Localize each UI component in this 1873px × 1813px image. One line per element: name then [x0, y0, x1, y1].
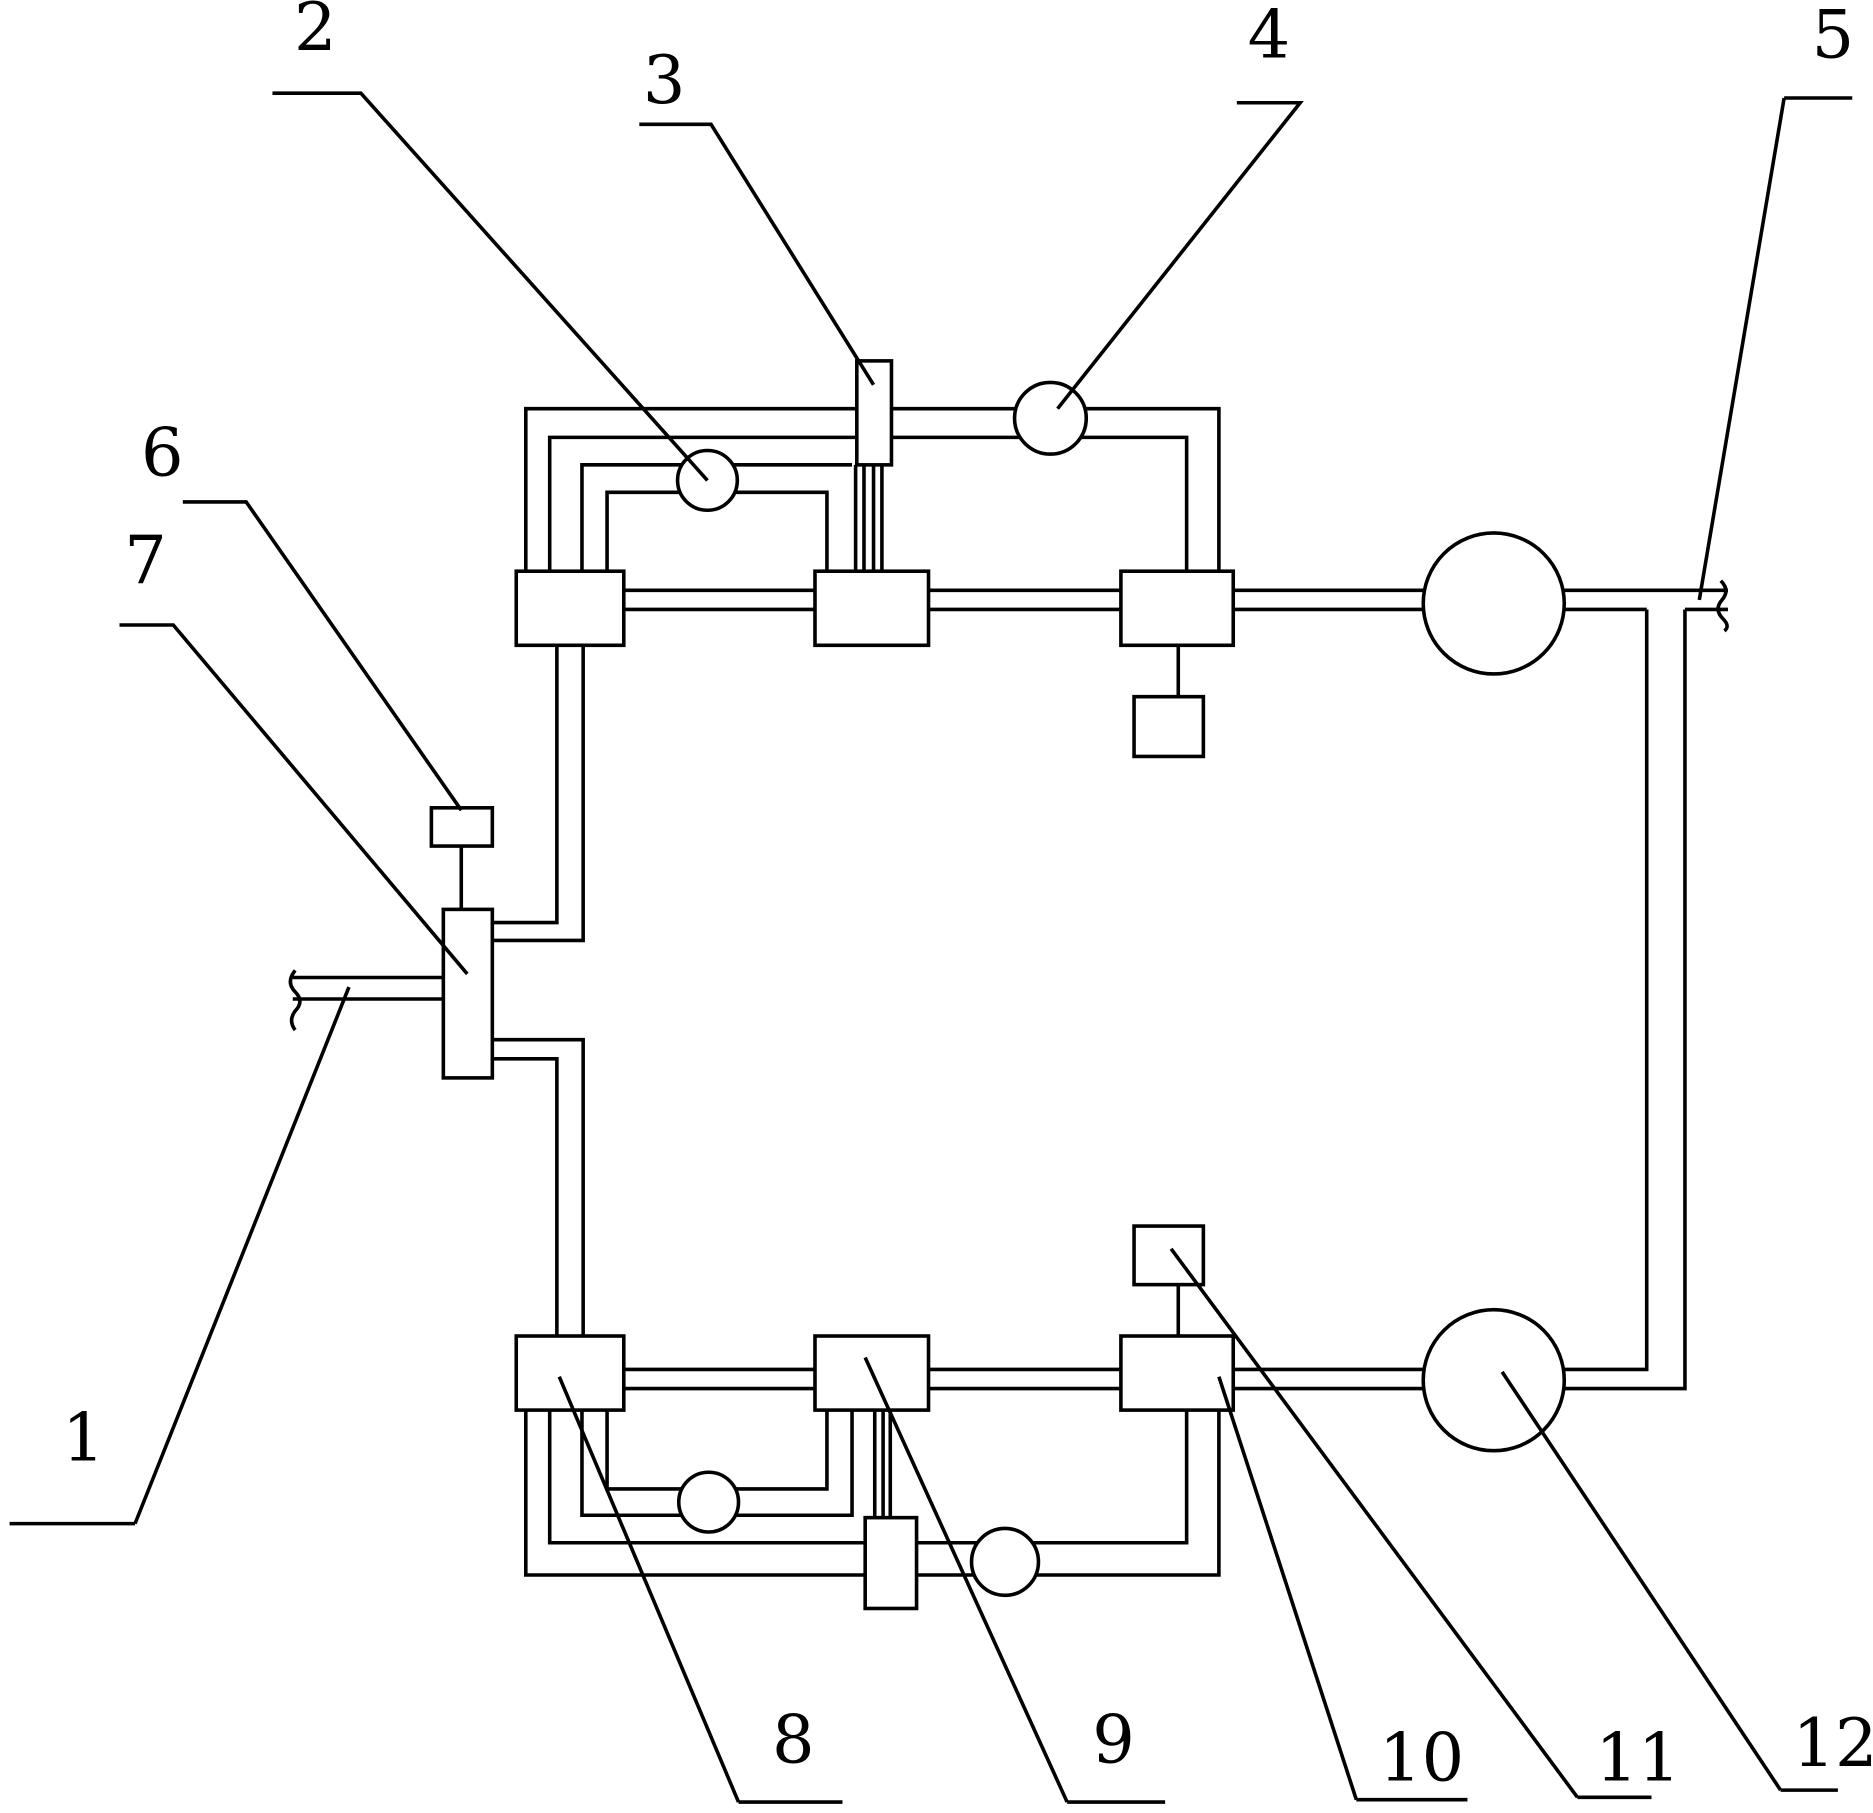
label-3: 3: [643, 41, 686, 119]
label-8: 8: [772, 1701, 815, 1779]
label-1: 1: [62, 1398, 105, 1476]
unit-8: [514, 1334, 626, 1412]
valve-3: [855, 359, 894, 467]
upper-unit-c: [1119, 569, 1236, 648]
leader-lines: [9, 91, 1853, 1804]
upper-unit-a: [514, 569, 626, 648]
label-6: 6: [141, 414, 184, 492]
upper-unit-b: [813, 569, 931, 648]
label-7: 7: [124, 521, 167, 599]
main-pipes: [623, 588, 1425, 1391]
outlet-pipe: [1563, 579, 1729, 1391]
lower-pump-small: [676, 1470, 741, 1534]
upper-controller: [1132, 694, 1206, 759]
label-5: 5: [1812, 0, 1855, 73]
pump-4: [1012, 380, 1089, 456]
inlet-pipe: [288, 969, 445, 1032]
lower-pump-large: [969, 1526, 1041, 1598]
label-2: 2: [294, 0, 337, 66]
label-12: 12: [1792, 1704, 1873, 1782]
label-11: 11: [1595, 1719, 1680, 1797]
label-10: 10: [1379, 1719, 1464, 1797]
upper-tank: [1421, 531, 1567, 676]
label-9: 9: [1092, 1701, 1135, 1779]
tank-12: [1421, 1307, 1567, 1453]
label-4: 4: [1248, 0, 1291, 73]
lower-valve: [863, 1515, 919, 1611]
valve-7: [441, 907, 495, 1080]
unit-10: [1119, 1334, 1236, 1412]
distribution-pipes: [492, 645, 585, 1337]
sensor-6: [429, 806, 495, 848]
